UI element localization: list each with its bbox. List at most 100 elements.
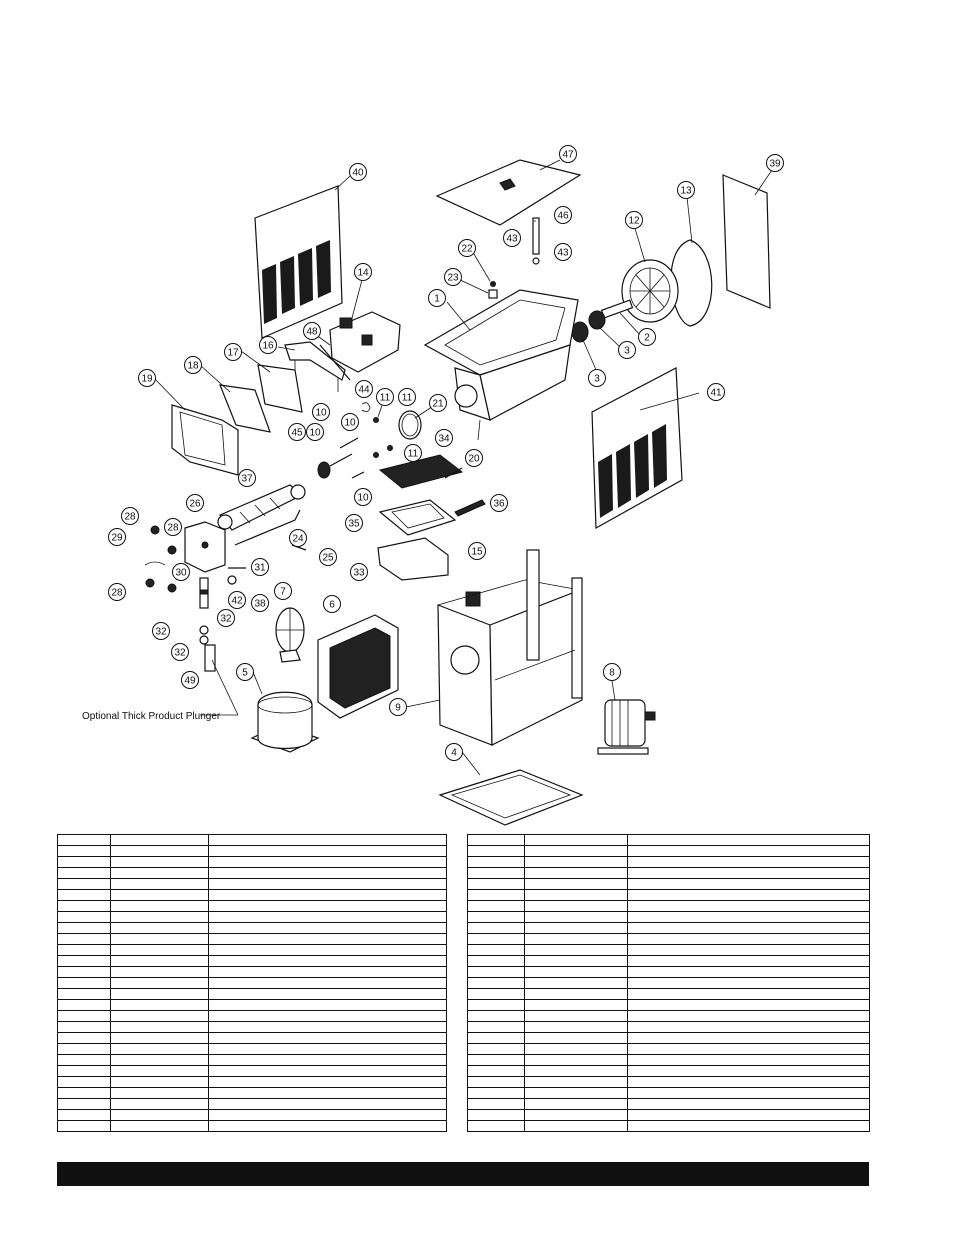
left-table-row (57, 1076, 447, 1088)
left-table-row (57, 999, 447, 1011)
table-cell (627, 856, 870, 868)
parts-table-left (57, 834, 447, 1132)
table-cell (467, 933, 525, 945)
part-2-shaft (600, 299, 634, 319)
table-cell (57, 1109, 111, 1121)
part-3-bearings (571, 310, 606, 343)
table-cell (57, 955, 111, 967)
right-table-row (467, 999, 870, 1011)
table-cell (627, 922, 870, 934)
table-cell (467, 966, 525, 978)
svg-text:39: 39 (769, 159, 781, 170)
left-table-row (57, 1098, 447, 1110)
table-cell (627, 878, 870, 890)
callout-6: 6 (323, 595, 341, 613)
part-20-fitting (444, 467, 463, 479)
part-14-control-box (329, 311, 401, 373)
svg-text:40: 40 (352, 168, 364, 179)
table-cell (627, 944, 870, 956)
left-table-row (57, 834, 447, 846)
right-table-row (467, 1076, 870, 1088)
table-cell (627, 900, 870, 912)
callout-32a: 32 (217, 609, 235, 627)
right-table-row (467, 955, 870, 967)
part-24-rod (234, 509, 301, 546)
left-table-row (57, 900, 447, 912)
part-13-belt (670, 239, 713, 327)
table-cell (467, 1076, 525, 1088)
table-cell (467, 1109, 525, 1121)
table-cell (110, 889, 209, 901)
part-21-gasket (398, 410, 422, 440)
callout-15: 15 (468, 542, 486, 560)
part-16-bracket (284, 341, 346, 392)
table-cell (110, 834, 209, 846)
callout-11a: 11 (376, 388, 394, 406)
svg-text:22: 22 (461, 244, 473, 255)
table-cell (627, 845, 870, 857)
right-table-row (467, 944, 870, 956)
table-cell (208, 878, 447, 890)
optional-plunger-note: Optional Thick Product Plunger (82, 711, 221, 722)
svg-text:3: 3 (624, 346, 630, 357)
svg-text:28: 28 (111, 588, 123, 599)
svg-text:41: 41 (710, 388, 722, 399)
table-cell (57, 933, 111, 945)
table-cell (524, 867, 628, 879)
table-cell (524, 1032, 628, 1044)
table-cell (524, 1010, 628, 1022)
table-cell (524, 889, 628, 901)
table-cell (208, 922, 447, 934)
svg-text:9: 9 (395, 703, 401, 714)
left-table-row (57, 911, 447, 923)
left-table-row (57, 1065, 447, 1077)
svg-text:47: 47 (562, 150, 574, 161)
left-table-row (57, 867, 447, 879)
right-table-row (467, 834, 870, 846)
svg-text:33: 33 (353, 568, 365, 579)
part-15-switch (465, 591, 481, 607)
table-cell (57, 1032, 111, 1044)
left-table-row (57, 845, 447, 857)
svg-text:10: 10 (309, 428, 321, 439)
callout-29: 29 (108, 528, 126, 546)
table-cell (110, 1098, 209, 1110)
table-cell (524, 1120, 628, 1132)
table-cell (110, 1032, 209, 1044)
table-cell (110, 988, 209, 1000)
part-34-grill (378, 454, 464, 489)
part-9-frame (437, 549, 583, 746)
right-table-row (467, 1043, 870, 1055)
callout-43b: 43 (554, 243, 572, 261)
svg-text:43: 43 (557, 248, 569, 259)
left-table-row (57, 933, 447, 945)
footer-bar (57, 1162, 869, 1186)
right-table-row (467, 1054, 870, 1066)
table-cell (524, 1087, 628, 1099)
parts-table-right (467, 834, 870, 1132)
callout-5: 5 (236, 663, 254, 681)
right-table-row (467, 922, 870, 934)
left-table-row (57, 1120, 447, 1132)
svg-text:29: 29 (111, 533, 123, 544)
right-table-row (467, 977, 870, 989)
table-cell (467, 911, 525, 923)
svg-text:49: 49 (184, 676, 196, 687)
callout-3a: 3 (618, 341, 636, 359)
table-cell (524, 1098, 628, 1110)
table-cell (524, 1076, 628, 1088)
svg-text:31: 31 (254, 563, 266, 574)
part-40-side-panel (254, 185, 343, 339)
table-cell (57, 1120, 111, 1132)
part-22-23-fittings (488, 281, 498, 299)
part-31-38-hardware (227, 567, 246, 585)
table-cell (627, 999, 870, 1011)
part-1-tank (423, 289, 579, 441)
louver-grid-41 (598, 424, 667, 518)
table-cell (57, 867, 111, 879)
right-table-row (467, 1120, 870, 1132)
svg-text:14: 14 (357, 268, 369, 279)
svg-text:12: 12 (628, 216, 640, 227)
svg-text:7: 7 (280, 587, 286, 598)
table-cell (627, 1087, 870, 1099)
